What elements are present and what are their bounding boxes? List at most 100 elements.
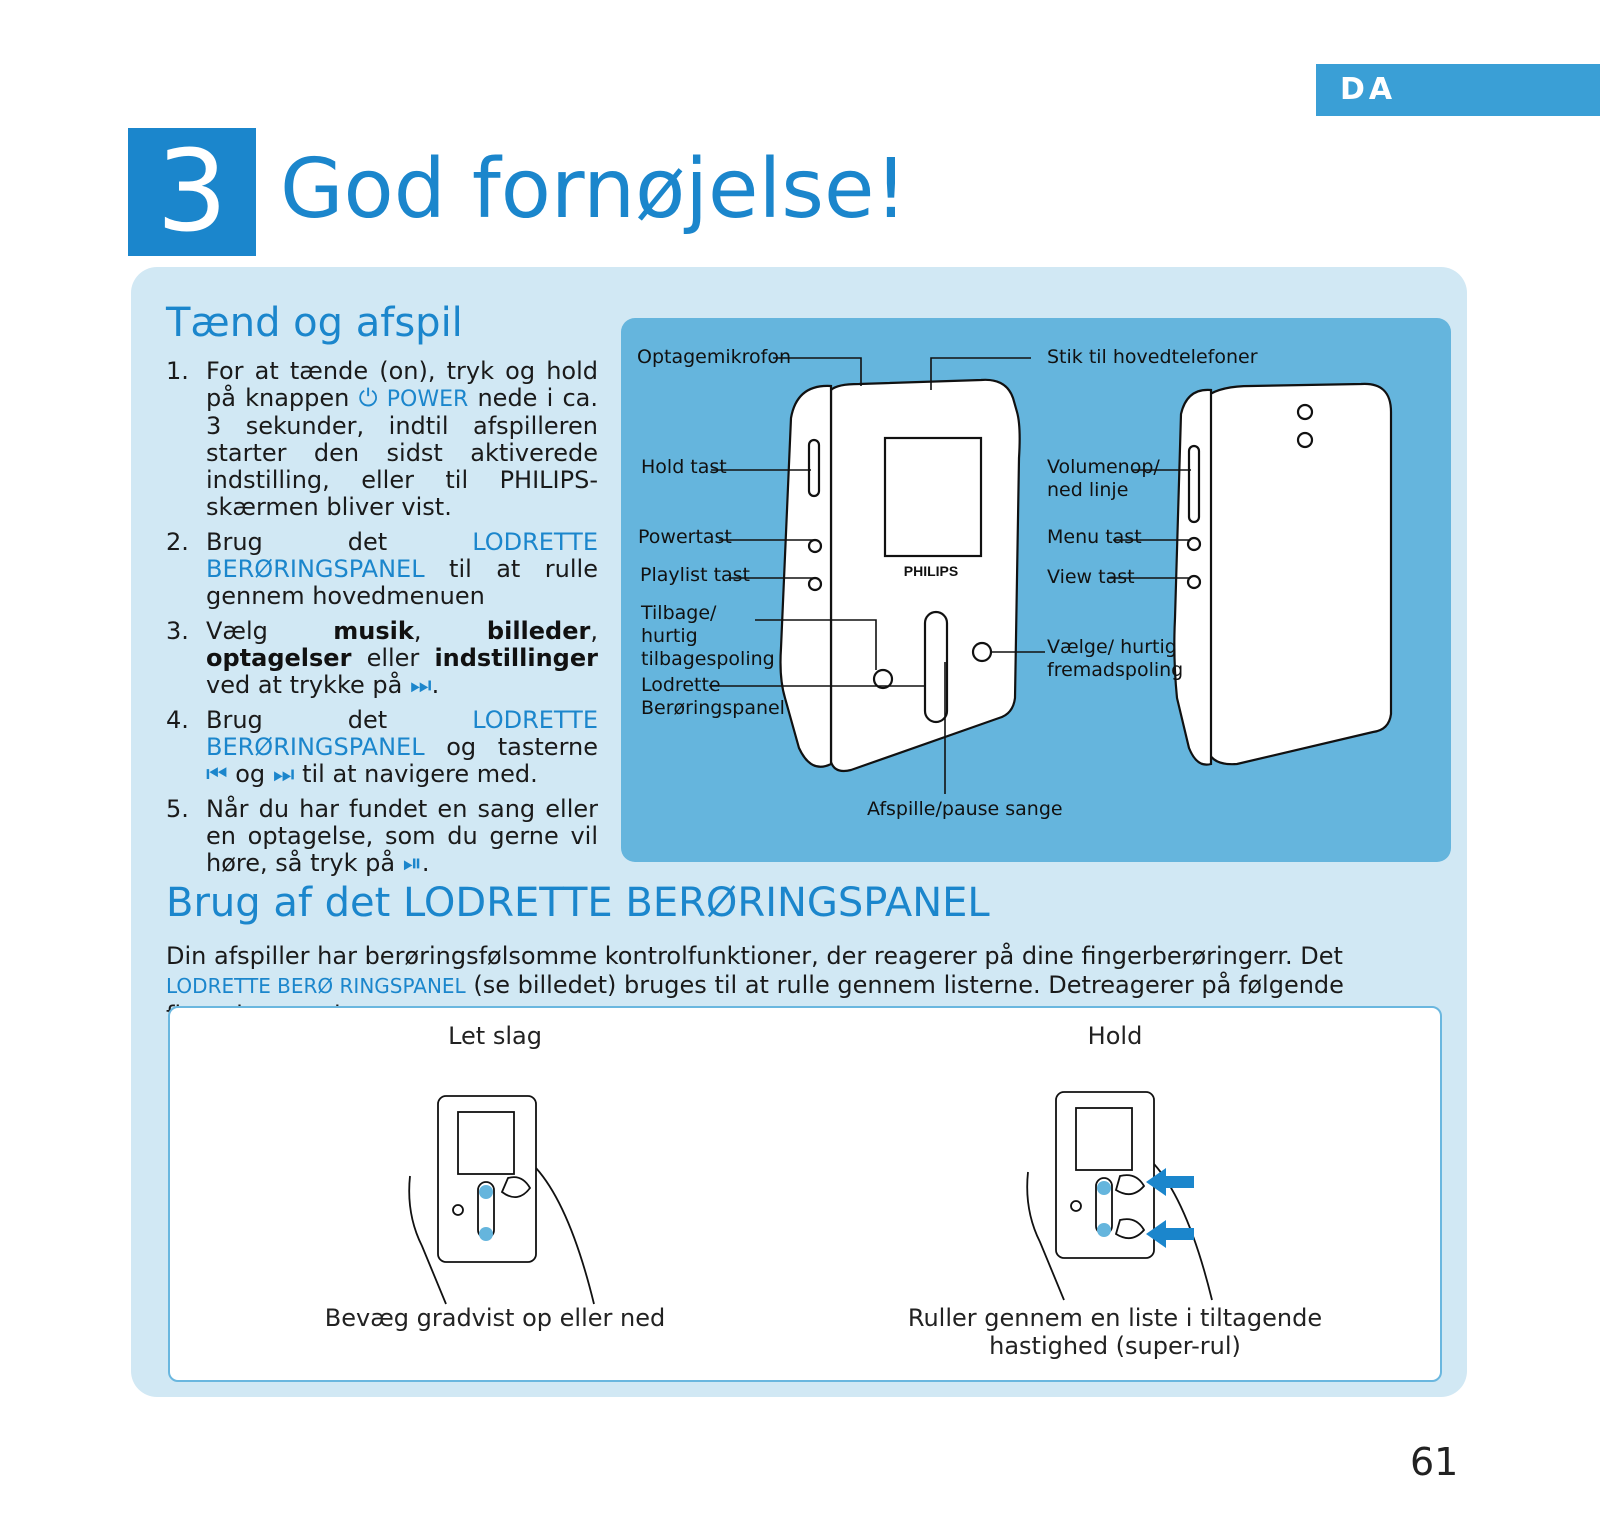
small-prev-button (452, 1204, 464, 1216)
next-icon: ⏭ (272, 760, 295, 788)
section-title-touchpad: Brug af det LODRETTE BERØRINGSPANEL (166, 880, 990, 926)
back-device-body (1205, 382, 1393, 766)
step-text: Brug det (206, 706, 388, 734)
power-keyword: POWER (386, 387, 469, 412)
step-number: 3. (166, 617, 189, 645)
playlist-button (807, 576, 823, 592)
language-tab: DA (1316, 64, 1600, 116)
touchpad-keyword: LODRETTE BERØRINGSPANEL (206, 528, 598, 583)
step-text: til at rulle gennem hovedmenuen (206, 555, 598, 610)
device-illustration: PHILIPS (709, 357, 1393, 794)
device-diagram: PHILIPS Optagemikrofon Stik til hovedtel… (621, 318, 1451, 862)
step-1: 1. For at tænde (on), tryk og hold på kn… (166, 358, 598, 521)
previous-icon: ⏮ (206, 760, 228, 788)
separator: , (590, 617, 598, 645)
right-thumb-bottom (1114, 1218, 1146, 1240)
leader-back (755, 619, 877, 670)
step-text: ved at trykke på (206, 671, 403, 699)
step-2: 2. Brug det LODRETTE BERØRINGSPANEL til … (166, 529, 598, 610)
step-4: 4. Brug det LODRETTE BERØRINGSPANEL og t… (166, 707, 598, 788)
power-icon: ⏻ (358, 384, 378, 412)
touchpad-keyword: LODRETTE BERØRINGSPANEL (206, 706, 598, 761)
label-mic: Optagemikrofon (637, 346, 792, 368)
gesture-title-hold: Hold (1087, 1022, 1143, 1050)
label-playpause: Afspille/pause sange (867, 798, 1063, 820)
label-headphones: Stik til hovedtelefoner (1047, 346, 1258, 368)
front-device-screen (883, 436, 983, 558)
step-end: . (431, 671, 440, 699)
keyword-music: musik (333, 617, 414, 645)
leader-mic (773, 357, 862, 386)
tap-hand-device (408, 1095, 595, 1305)
device-brand: PHILIPS (904, 563, 958, 579)
touch-dot-top (479, 1185, 493, 1199)
keyword-recordings: optagelser (206, 644, 352, 672)
arrow-left-icon (1146, 1168, 1194, 1196)
step-number: 5. (166, 795, 189, 823)
label-select: Vælge/ hurtig fremadspoling (1047, 636, 1184, 681)
left-hand (408, 1167, 595, 1305)
label-volume: Volumenop/ ned linje (1047, 456, 1160, 501)
menu-button (1186, 536, 1202, 552)
step-3: 3. Vælg musik, billeder, optagelser elle… (166, 618, 598, 699)
right-thumb-top (1114, 1174, 1146, 1196)
keyword-settings: indstillinger (434, 644, 598, 672)
touchpad-keyword: LODRETTE BERØ RINGSPANEL (166, 974, 466, 998)
step-number: 2. (166, 528, 189, 556)
step-text: Når du har fundet en sang eller en optag… (206, 795, 598, 877)
step-text: nede i ca. 3 sekunder, indtil afspillere… (206, 384, 598, 521)
step-text: Vælg (206, 617, 268, 645)
previous-button (872, 668, 894, 690)
touch-dot-bottom (1097, 1223, 1111, 1237)
next-icon: ⏭ (409, 671, 432, 699)
touch-dot-bottom (479, 1227, 493, 1241)
step-5: 5. Når du har fundet en sang eller en op… (166, 796, 598, 877)
label-hold: Hold tast (641, 456, 727, 478)
label-menu: Menu tast (1047, 526, 1142, 548)
chapter-title: God fornøjelse! (280, 142, 908, 237)
keyword-pictures: billeder (486, 617, 591, 645)
step-text: og (235, 760, 266, 788)
step-number: 1. (166, 357, 189, 385)
headphone-jack (1296, 403, 1314, 421)
intro-text: Din afspiller har berøringsfølsomme kont… (166, 942, 1343, 970)
touchpad-intro: Din afspiller har berøringsfølsomme kont… (166, 942, 1416, 1030)
label-playlist: Playlist tast (640, 564, 751, 586)
mic-hole (1296, 431, 1314, 449)
label-power: Powertast (638, 526, 732, 548)
gesture-box: Let slag Hold Bevæg gra (168, 1006, 1442, 1382)
section-title-power-play: Tænd og afspil (166, 300, 463, 346)
next-button (971, 641, 993, 663)
page-number: 61 (1410, 1440, 1459, 1484)
touch-dot-top (1097, 1181, 1111, 1195)
gesture-illustrations (408, 1091, 1213, 1305)
play-pause-icon: ⏯ (402, 849, 422, 877)
chapter-number: 3 (128, 128, 256, 256)
leader-headphones (930, 357, 1031, 390)
step-text: eller (366, 644, 420, 672)
view-button (1186, 574, 1202, 590)
step-text: For at tænde (on), tryk og hold på knapp… (206, 357, 598, 412)
gesture-caption-tap: Bevæg gradvist op eller ned (324, 1304, 666, 1332)
step-text: Brug det (206, 528, 388, 556)
label-view: View tast (1047, 566, 1135, 588)
step-text: og tasterne (446, 733, 598, 761)
step-text: til at navigere med. (302, 760, 538, 788)
step-end: . (421, 849, 430, 877)
steps-list: 1. For at tænde (on), tryk og hold på kn… (166, 358, 598, 885)
separator: , (413, 617, 422, 645)
small-prev-button (1070, 1200, 1082, 1212)
step-number: 4. (166, 706, 189, 734)
gesture-caption-hold: Ruller gennem en liste i tiltagende hast… (907, 1304, 1323, 1360)
touchpad-strip (923, 610, 949, 724)
volume-strip (1187, 444, 1201, 524)
hold-hand-device (1026, 1091, 1213, 1301)
small-device-screen (1075, 1107, 1133, 1171)
small-device-screen (457, 1111, 515, 1175)
label-touchpad: Lodrette Berøringspanel (641, 674, 785, 719)
left-thumb (500, 1176, 532, 1198)
hold-arrows (1146, 1168, 1194, 1248)
arrow-left-icon (1146, 1220, 1194, 1248)
gesture-title-tap: Let slag (448, 1022, 542, 1050)
label-back: Tilbage/ hurtig tilbagespoling (641, 602, 775, 670)
